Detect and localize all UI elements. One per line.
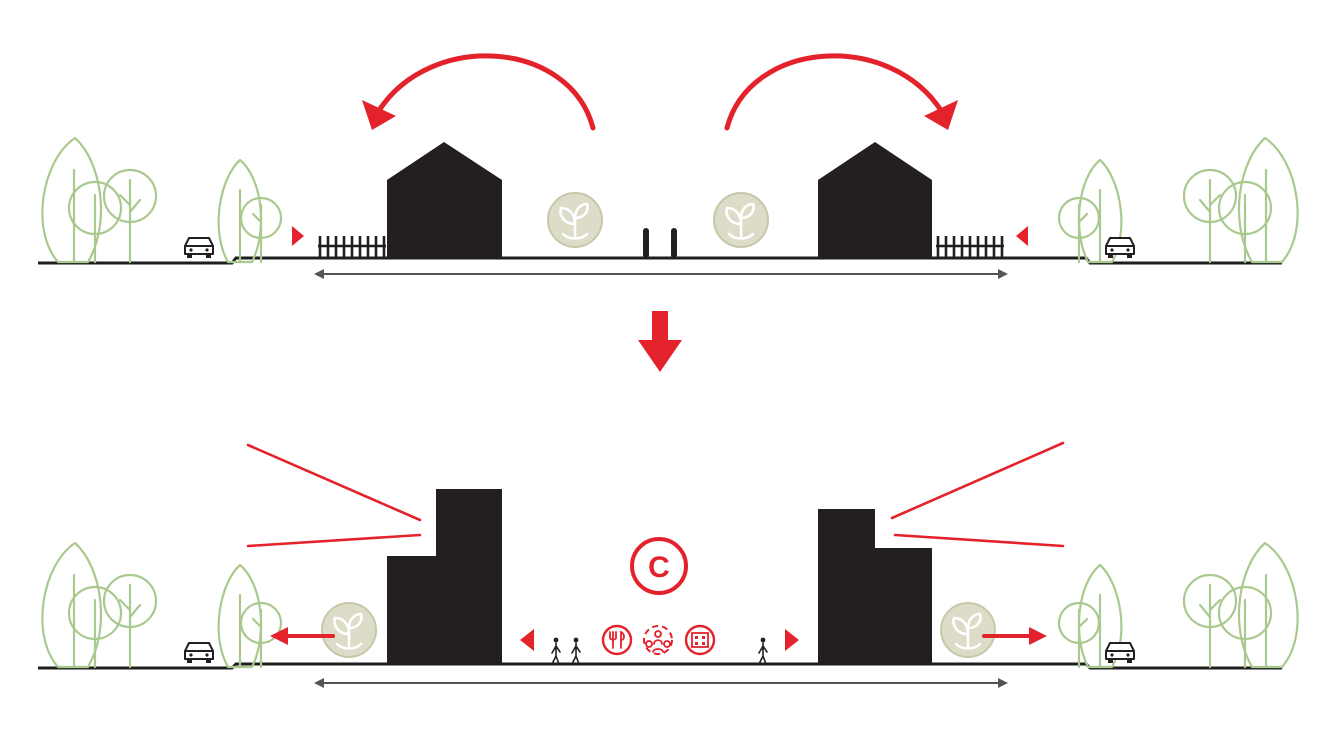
pedestrian-icon <box>758 636 768 665</box>
dimension-line-top <box>314 269 1008 279</box>
down-arrow-icon <box>638 311 682 372</box>
bollard <box>671 228 677 258</box>
dimension-line-bottom <box>314 678 1008 688</box>
building-right <box>818 509 932 664</box>
curved-arrow-left <box>362 53 596 131</box>
plant-circle-icon <box>939 601 997 659</box>
car-icon <box>184 642 214 664</box>
house-right <box>818 142 932 258</box>
pedestrian-icon <box>571 636 581 665</box>
greenery-arrow-right <box>982 627 1047 645</box>
tree-icon <box>1057 541 1299 669</box>
car-icon <box>1105 642 1135 664</box>
tree-icon <box>41 541 283 669</box>
people-circle-icon <box>643 625 673 655</box>
tree-icon <box>41 136 283 264</box>
fence-left <box>318 236 386 258</box>
ground-line-bottom <box>38 662 1282 670</box>
center-c-badge: C <box>630 537 688 595</box>
entry-marker-right <box>1016 226 1028 246</box>
plant-circle-icon <box>546 191 604 249</box>
plant-circle-icon <box>712 191 770 249</box>
car-icon <box>1105 237 1135 259</box>
view-lines-right <box>890 441 1065 548</box>
car-icon <box>184 237 214 259</box>
building-icon <box>684 624 716 656</box>
after-section: C <box>38 441 1299 688</box>
before-section <box>38 53 1299 279</box>
house-left <box>387 142 502 258</box>
view-lines-left <box>246 443 422 548</box>
entry-marker-left <box>292 226 304 246</box>
tree-icon <box>1057 136 1299 264</box>
ground-line-top <box>38 256 1282 265</box>
center-label: C <box>648 551 670 584</box>
curved-arrow-right <box>724 53 958 131</box>
fork-knife-icon <box>601 624 633 656</box>
plant-circle-icon <box>320 601 378 659</box>
entry-marker-left <box>520 629 534 651</box>
bollard <box>643 228 649 258</box>
pedestrian-icon <box>551 636 561 665</box>
entry-marker-right <box>785 629 799 651</box>
building-left <box>387 489 502 664</box>
greenery-arrow-left <box>270 627 335 645</box>
fence-right <box>936 236 1004 258</box>
